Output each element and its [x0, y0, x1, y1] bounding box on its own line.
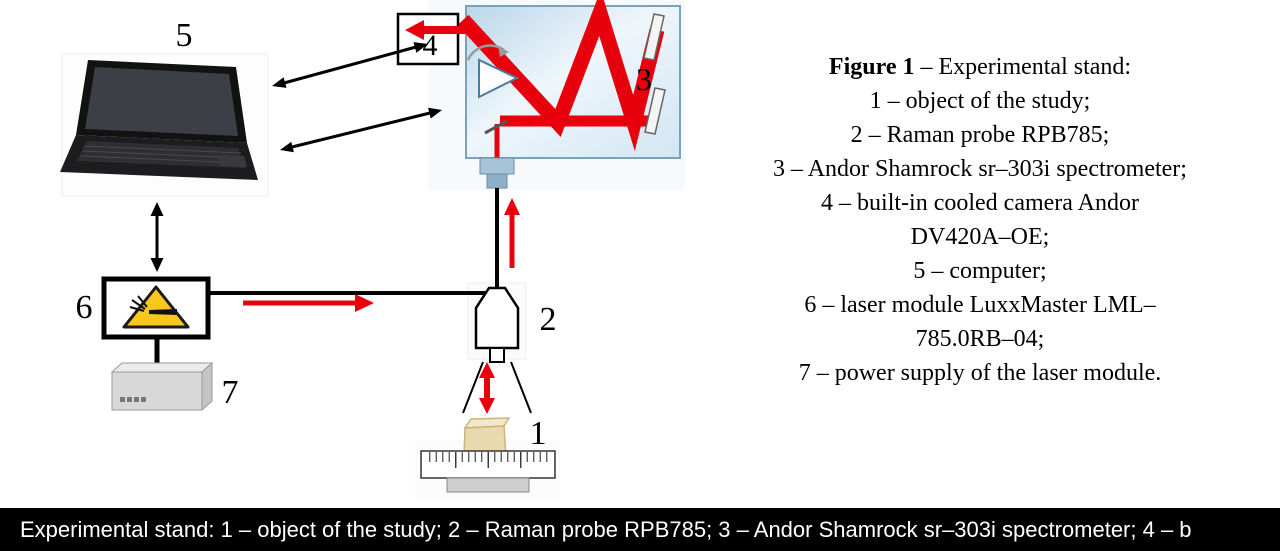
caption-line: 785.0RB–04; [915, 326, 1045, 352]
red-arrowhead-icon [405, 20, 424, 40]
computer-laptop [60, 60, 258, 180]
bottom-caption-text: Experimental stand: 1 – object of the st… [20, 517, 1192, 542]
experimental-stand-diagram: 5 3 4 [60, 0, 681, 493]
fold-mirror [484, 119, 508, 135]
arrowhead-icon [280, 141, 294, 153]
label-object: 1 [530, 415, 547, 452]
power-supply-side [201, 361, 213, 412]
label-laser-module: 6 [76, 289, 93, 326]
laser-module [101, 276, 211, 340]
label-probe: 2 [540, 301, 557, 338]
power-supply-top [110, 362, 214, 373]
grating-prism [478, 58, 520, 99]
arrow-computer-laser-module [150, 202, 164, 272]
laser-ray-icon [137, 295, 148, 308]
entrance-slit-housing [479, 157, 515, 175]
label-power-supply: 7 [222, 374, 239, 411]
red-arrowhead-icon [504, 198, 520, 215]
arrow-computer-camera [272, 42, 428, 88]
power-supply-button [141, 397, 146, 402]
beam-cone-left [462, 361, 484, 414]
arrow-computer-spectrometer [280, 107, 442, 153]
keyboard-row-line [79, 155, 245, 164]
power-supply-button [127, 397, 132, 402]
label-computer: 5 [176, 17, 193, 54]
mirror-bottom [644, 87, 666, 135]
arrowhead-icon [150, 202, 164, 216]
power-supply-button [120, 397, 125, 402]
signal-up-arrow [504, 198, 520, 268]
laser-beam-icon [149, 309, 177, 315]
measuring-stage [420, 450, 556, 493]
figure-caption: Figure 1 – Experimental stand: 1 – objec… [700, 50, 1260, 390]
caption-line: 5 – computer; [913, 258, 1047, 284]
ruler-major-ticks [425, 452, 552, 468]
stage-base [446, 477, 530, 493]
mirror-top [643, 13, 665, 61]
laser-ray-icon [129, 306, 145, 312]
caption-title-rest: – Experimental stand: [914, 54, 1132, 80]
probe-tip [489, 347, 505, 363]
laser-beam-path [457, 0, 665, 151]
caption-line: 2 – Raman probe RPB785; [850, 122, 1110, 148]
label-spectrometer: 3 [636, 61, 652, 97]
arrow-line [291, 111, 431, 149]
laser-ray-icon [131, 299, 146, 310]
raman-probe [462, 286, 532, 414]
red-arrowhead-icon [479, 362, 495, 378]
fiber-adapter [486, 173, 508, 189]
red-arrowhead-icon [479, 398, 495, 414]
arrowhead-icon [272, 77, 287, 88]
arrowhead-icon [428, 107, 442, 119]
laser-warning-icon [122, 285, 190, 329]
arrowhead-icon [413, 42, 428, 53]
laser-forward-arrow [243, 294, 374, 312]
spectrometer [457, 0, 681, 189]
caption-line: 1 – object of the study; [869, 88, 1091, 114]
keyboard-row-line [83, 145, 242, 154]
label-camera: 4 [423, 29, 438, 62]
probe-body [474, 286, 520, 350]
caption-line: 6 – laser module LuxxMaster LML– [804, 292, 1156, 318]
rotation-arrowhead-icon [498, 46, 509, 57]
beam-to-camera-arrow [405, 20, 468, 40]
bottom-caption-bar: Experimental stand: 1 – object of the st… [0, 508, 1280, 551]
caption-title: Figure 1 – Experimental stand: [700, 50, 1260, 84]
red-arrowhead-icon [355, 294, 374, 312]
laptop-screen [85, 67, 238, 136]
caption-line: 7 – power supply of the laser module. [798, 360, 1162, 386]
arrowhead-icon [150, 258, 164, 272]
keyboard-row-line [81, 150, 244, 159]
power-supply-front [111, 371, 203, 411]
power-supply-button [134, 397, 139, 402]
camera-box [396, 12, 460, 66]
caption-line: DV420A–OE; [910, 224, 1050, 250]
caption-figure-label: Figure 1 [828, 54, 915, 80]
caption-line: 4 – built-in cooled camera Andor [821, 190, 1139, 216]
caption-line: 3 – Andor Shamrock sr–303i spectrometer; [773, 156, 1187, 182]
arrow-line [283, 45, 417, 85]
beam-cone-right [510, 361, 532, 414]
power-supply [110, 361, 214, 412]
laptop-touchpad [218, 155, 247, 167]
